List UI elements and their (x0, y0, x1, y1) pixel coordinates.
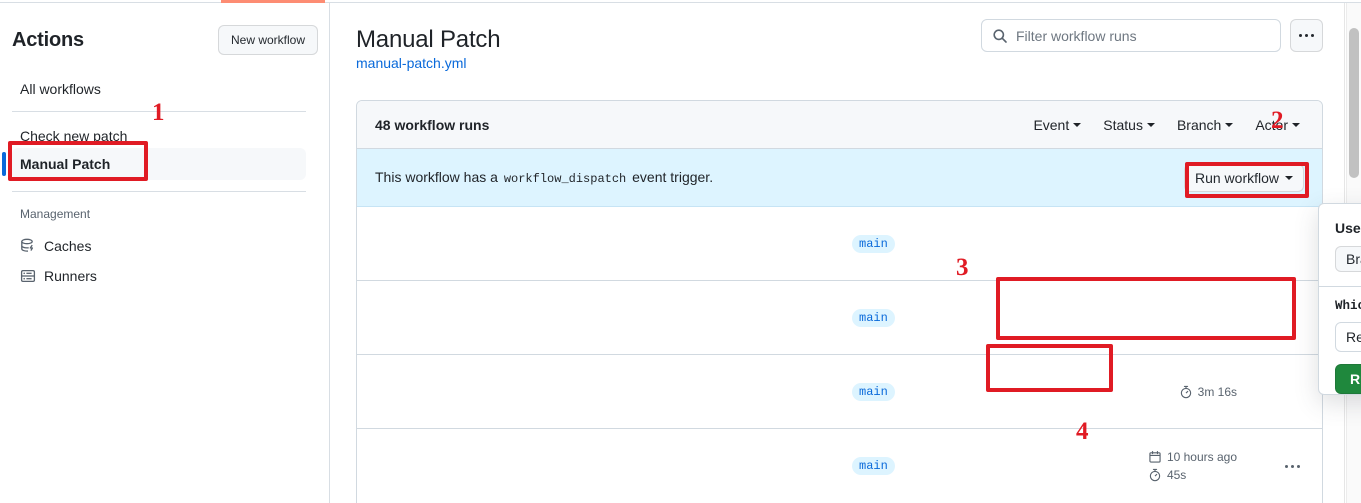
scrollbar-thumb[interactable] (1349, 28, 1359, 178)
sidebar-divider-2 (12, 191, 306, 192)
run-duration: 45s (1148, 468, 1237, 482)
page-title-actions: Actions (12, 29, 84, 51)
kebab-horizontal-icon (1299, 34, 1314, 37)
run-duration-label: 45s (1166, 468, 1187, 482)
filter-status[interactable]: Status (1103, 117, 1155, 133)
chevron-down-icon (1225, 122, 1234, 127)
sidebar-item-manual-patch[interactable]: Manual Patch (2, 148, 306, 180)
filter-event[interactable]: Event (1033, 116, 1082, 133)
run-duration: 3m 16s (1179, 385, 1237, 399)
search-icon (993, 28, 1007, 43)
sidebar-item-label: Manual Patch (20, 156, 111, 172)
run-workflow-dropdown-panel: Use workflow from Branch: main Which Rev… (1318, 203, 1361, 395)
sidebar-item-label: Caches (44, 238, 92, 254)
workflow-runs-panel: 48 workflow runs Event Status Branch (356, 100, 1323, 503)
row-overflow-menu[interactable] (1285, 464, 1300, 468)
server-runners-icon (20, 268, 36, 284)
workflow-runs-count: 48 workflow runs (375, 116, 490, 133)
use-workflow-from-label: Use workflow from (1335, 220, 1361, 236)
sidebar-divider-1 (12, 111, 306, 112)
branch-badge[interactable]: main (852, 308, 895, 327)
chevron-down-icon (1292, 122, 1300, 127)
dispatch-text-before: This workflow has a (375, 168, 498, 185)
run-date-label: 10 hours ago (1166, 450, 1237, 464)
dispatch-banner-text: This workflow has a workflow_dispatch ev… (375, 167, 713, 189)
sidebar-section-management: Management (20, 207, 91, 221)
top-divider (0, 2, 1361, 3)
workflow-title: Manual Patch (356, 26, 501, 53)
filter-branch[interactable]: Branch (1176, 116, 1234, 133)
runs-filter-group: Event Status Branch Actor (1033, 117, 1300, 133)
run-workflow-button-label: Run workflow (1194, 169, 1279, 186)
filter-event-label: Event (1033, 116, 1070, 133)
search-placeholder: Filter workflow runs (1016, 27, 1137, 44)
run-duration-label: 3m 16s (1197, 384, 1237, 399)
search-input[interactable]: Filter workflow runs (981, 19, 1281, 52)
chevron-down-icon (1285, 175, 1293, 180)
filter-branch-label: Branch (1176, 116, 1222, 133)
use-workflow-from-section: Use workflow from Branch: main (1319, 204, 1361, 272)
run-date: 10 hours ago (1148, 450, 1237, 464)
table-row[interactable]: main (357, 281, 1322, 355)
revanced-select[interactable]: Revanced (1335, 322, 1361, 352)
runs-panel-header: 48 workflow runs Event Status Branch (357, 101, 1322, 149)
revanced-select-value: Revanced (1346, 329, 1361, 345)
input-label-text: Which Revanced do you want to patch? (1335, 299, 1361, 313)
filter-actor[interactable]: Actor (1255, 117, 1300, 133)
dispatch-text-after: event trigger. (632, 168, 714, 185)
branch-badge[interactable]: main (852, 382, 895, 401)
overflow-menu-button[interactable] (1290, 19, 1323, 52)
dispatch-event-code: workflow_dispatch (503, 171, 627, 186)
submit-run-workflow-button[interactable]: Run workflow (1335, 364, 1361, 394)
active-tab-indicator (221, 0, 325, 3)
sidebar-item-caches[interactable]: Caches (12, 231, 306, 261)
run-workflow-dropdown-button[interactable]: Run workflow (1183, 163, 1304, 192)
table-row[interactable]: main (357, 207, 1322, 281)
calendar-icon (1149, 451, 1161, 463)
sidebar-item-label: Runners (44, 268, 97, 284)
sidebar-item-all-workflows[interactable]: All workflows (12, 73, 306, 105)
run-metadata: 10 hours ago 45s (1148, 450, 1237, 482)
table-row[interactable]: main 10 hours ago (357, 429, 1322, 503)
new-workflow-button[interactable]: New workflow (217, 25, 318, 55)
sidebar-item-check-new-patch[interactable]: Check new patch (12, 120, 306, 152)
branch-selector-button[interactable]: Branch: main (1335, 246, 1361, 272)
chevron-down-icon (1073, 122, 1082, 127)
branch-selector-label: Branch: main (1346, 251, 1361, 267)
table-row[interactable]: main 3m 16s (357, 355, 1322, 429)
panel-divider (1319, 286, 1361, 287)
filter-actor-label: Actor (1255, 116, 1288, 133)
sidebar: Actions New workflow All workflows Check… (0, 3, 330, 503)
workflow-file-link[interactable]: manual-patch.yml (356, 55, 467, 71)
chevron-down-icon (1146, 122, 1155, 127)
filter-status-label: Status (1103, 116, 1143, 133)
stopwatch-icon (1149, 468, 1161, 482)
main-content: Manual Patch manual-patch.yml Filter wor… (331, 3, 1361, 503)
workflow-inputs-section: Which Revanced do you want to patch? * R… (1319, 287, 1361, 352)
cache-database-icon (20, 238, 36, 254)
sidebar-header: Actions New workflow (12, 25, 318, 57)
sidebar-item-label: Check new patch (20, 128, 128, 144)
run-metadata: 3m 16s (1179, 385, 1237, 399)
sidebar-item-runners[interactable]: Runners (12, 261, 306, 291)
workflow-dispatch-banner: This workflow has a workflow_dispatch ev… (357, 149, 1322, 207)
branch-badge[interactable]: main (852, 457, 895, 475)
input-label-which-revanced: Which Revanced do you want to patch? * (1335, 297, 1361, 315)
branch-badge[interactable]: main (852, 234, 895, 253)
stopwatch-icon (1180, 385, 1191, 398)
sidebar-item-label: All workflows (20, 81, 101, 97)
